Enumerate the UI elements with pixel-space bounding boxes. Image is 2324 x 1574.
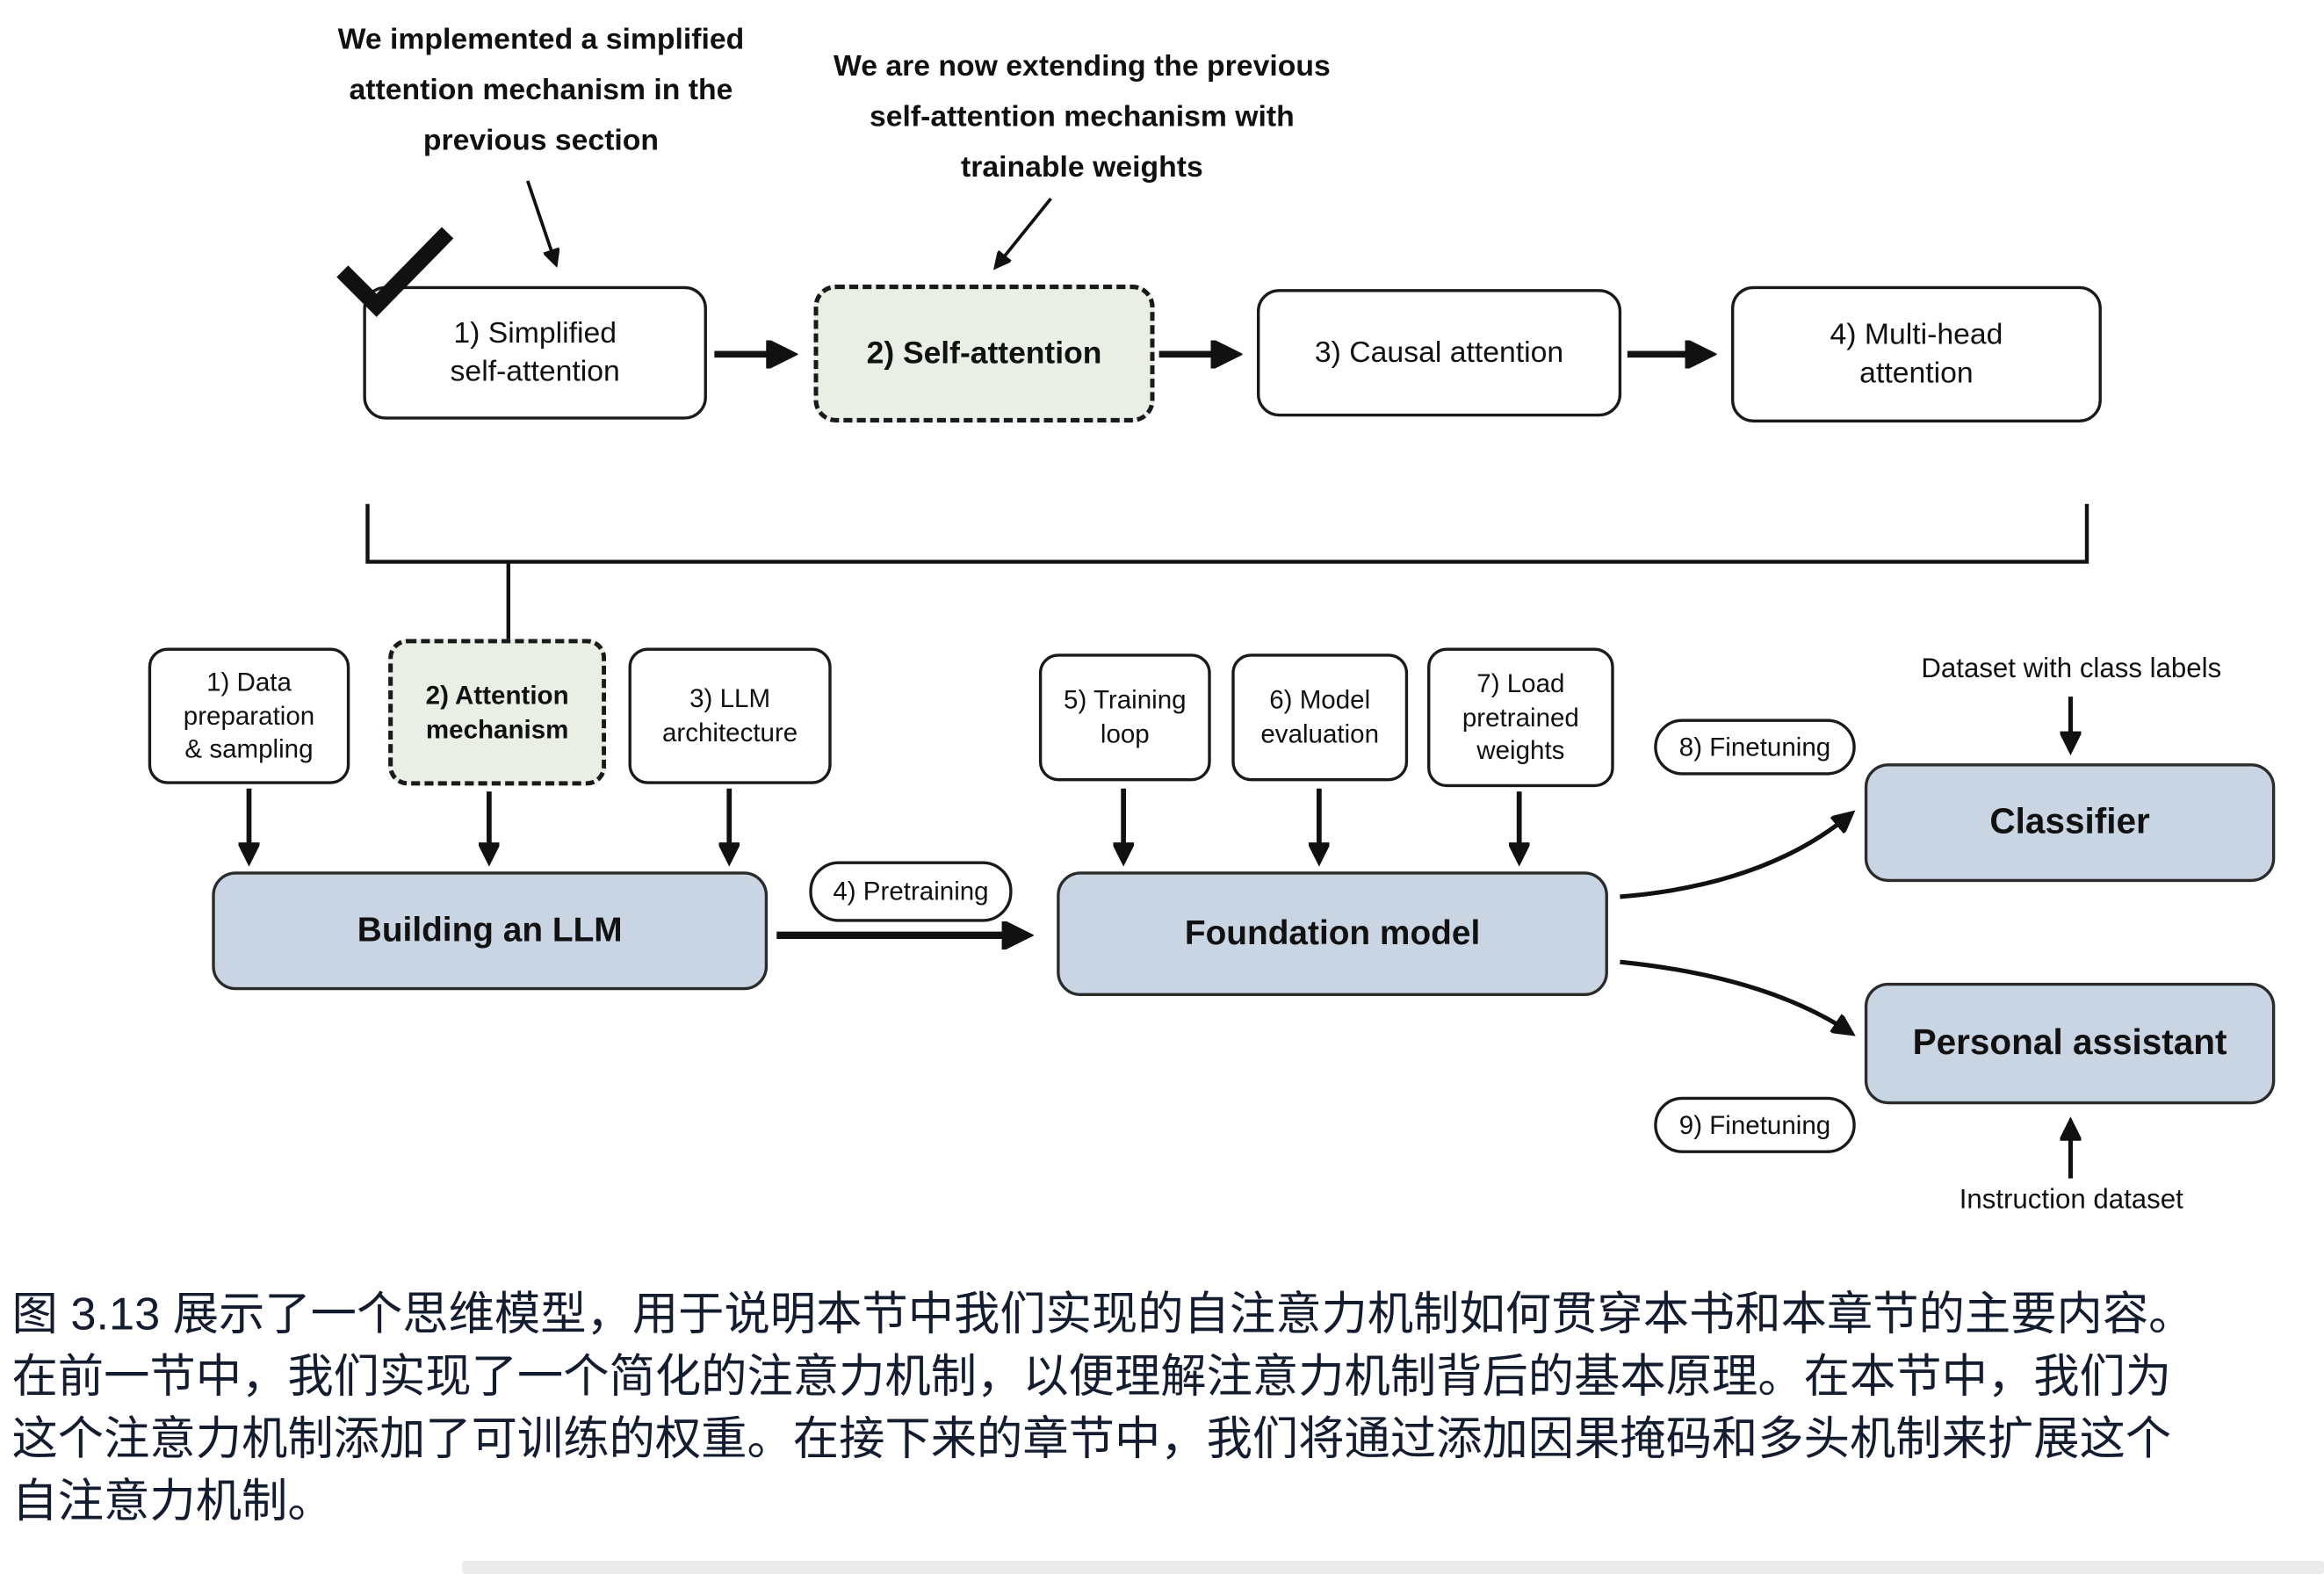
instruction-dataset-label: Instruction dataset [1959,1182,2183,1215]
classifier-box: Classifier [1864,763,2276,883]
step-simplified-self-attention: 1) Simplified self-attention [363,285,707,420]
foundation-model-box: Foundation model [1057,871,1608,996]
bracket-line [365,503,2089,564]
finetuning-assistant-label: 9) Finetuning [1654,1096,1856,1153]
step-training-loop: 5) Training loop [1038,653,1211,782]
step-llm-architecture: 3) LLM architecture [628,647,832,784]
step-multi-head-attention: 4) Multi-head attention [1731,285,2102,422]
step-attention-mechanism-highlighted: 2) Attention mechanism [388,639,607,786]
note-extending-self-attention: We are now extending the previous self-a… [833,50,1331,184]
arrow-finetune-assistant [1620,959,1851,1033]
next-block-edge [462,1560,2324,1574]
step-model-evaluation: 6) Model evaluation [1231,653,1409,782]
step-load-pretrained-weights: 7) Load pretrained weights [1427,647,1614,788]
note1-arrow [525,180,556,264]
building-llm-box: Building an LLM [212,871,769,991]
note-simplified-attention: We implemented a simplified attention me… [337,24,745,157]
figure-caption: 图 3.13 展示了一个思维模型，用于说明本节中我们实现的自注意力机制如何贯穿本… [11,1288,2195,1527]
step-data-preparation: 1) Data preparation & sampling [148,647,350,784]
personal-assistant-box: Personal assistant [1864,982,2276,1105]
pretraining-label: 4) Pretraining [809,861,1013,922]
step-causal-attention: 3) Causal attention [1257,289,1622,417]
step-self-attention-highlighted: 2) Self-attention [813,285,1155,422]
note2-arrow [996,197,1052,267]
finetuning-classifier-label: 8) Finetuning [1654,718,1856,776]
arrow-finetune-classifier [1620,813,1851,899]
dataset-with-class-labels-label: Dataset with class labels [1921,652,2222,683]
